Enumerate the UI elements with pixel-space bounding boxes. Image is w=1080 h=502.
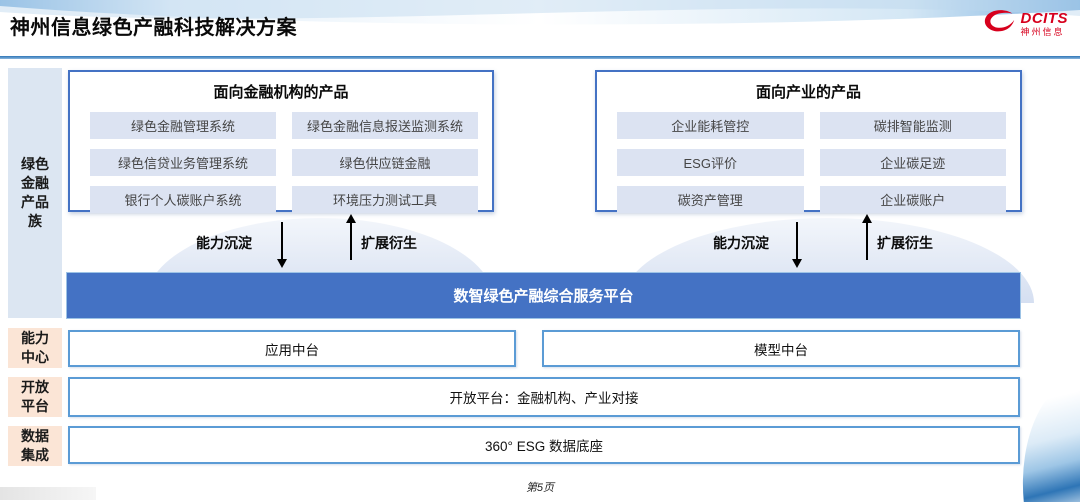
product-item: 企业碳账户 (819, 186, 1006, 213)
finance-products-box: 面向金融机构的产品 绿色金融管理系统 绿色金融信息报送监测系统 绿色信贷业务管理… (68, 70, 494, 213)
product-item: 绿色供应链金融 (292, 149, 478, 176)
model-middle-platform-box: 模型中台 (542, 330, 1020, 367)
flow-label-derive-left: 扩展衍生 (361, 235, 417, 251)
product-item: 绿色信贷业务管理系统 (90, 149, 276, 176)
sidebar-label-product-family: 绿色金融产品族 (8, 68, 62, 318)
product-item: ESG评价 (617, 149, 804, 176)
industry-products-grid: 企业能耗管控 碳排智能监测 ESG评价 企业碳足迹 碳资产管理 企业碳账户 (617, 112, 1006, 213)
up-arrow-icon (862, 214, 872, 260)
logo-brand-cn: 神州信息 (1020, 26, 1065, 37)
product-item: 碳资产管理 (617, 186, 804, 213)
page-number: 第5页 (525, 482, 555, 494)
product-item: 企业碳足迹 (819, 149, 1006, 176)
product-item: 环境压力测试工具 (292, 186, 478, 213)
down-arrow-icon (277, 222, 287, 268)
esg-data-base-box: 360° ESG 数据底座 (68, 426, 1020, 464)
industry-products-box: 面向产业的产品 企业能耗管控 碳排智能监测 ESG评价 企业碳足迹 碳资产管理 … (595, 70, 1022, 213)
down-arrow-icon (792, 222, 802, 268)
product-item: 绿色金融管理系统 (90, 112, 276, 139)
logo-brand: DCITS (1020, 9, 1068, 27)
flow-label-settle-left: 能力沉淀 (196, 235, 252, 251)
finance-products-title: 面向金融机构的产品 (213, 84, 349, 101)
dcits-logo: DCITS 神州信息 (983, 8, 1069, 39)
sidebar-label-open-platform: 开放平台 (8, 377, 62, 417)
page-title: 神州信息绿色产融科技解决方案 (10, 17, 297, 39)
product-item: 银行个人碳账户系统 (90, 186, 276, 213)
product-item: 绿色金融信息报送监测系统 (292, 112, 478, 139)
sidebar-label-capability-center: 能力中心 (8, 328, 62, 368)
product-item: 企业能耗管控 (617, 112, 804, 139)
title-underline (0, 56, 1080, 59)
open-platform-box: 开放平台：金融机构、产业对接 (68, 377, 1020, 417)
sidebar-label-data-integration: 数据集成 (8, 426, 62, 466)
up-arrow-icon (346, 214, 356, 260)
platform-bar: 数智绿色产融综合服务平台 (66, 272, 1021, 319)
bottom-left-bar-decoration (0, 487, 96, 500)
dcits-logo-text: DCITS 神州信息 (1021, 11, 1069, 37)
finance-products-grid: 绿色金融管理系统 绿色金融信息报送监测系统 绿色信贷业务管理系统 绿色供应链金融… (90, 112, 478, 213)
flow-label-settle-right: 能力沉淀 (713, 235, 769, 251)
app-middle-platform-box: 应用中台 (68, 330, 516, 367)
industry-products-title: 面向产业的产品 (755, 84, 861, 101)
product-item: 碳排智能监测 (819, 112, 1006, 139)
dcits-swoosh-icon (983, 8, 1017, 39)
flow-label-derive-right: 扩展衍生 (877, 235, 933, 251)
